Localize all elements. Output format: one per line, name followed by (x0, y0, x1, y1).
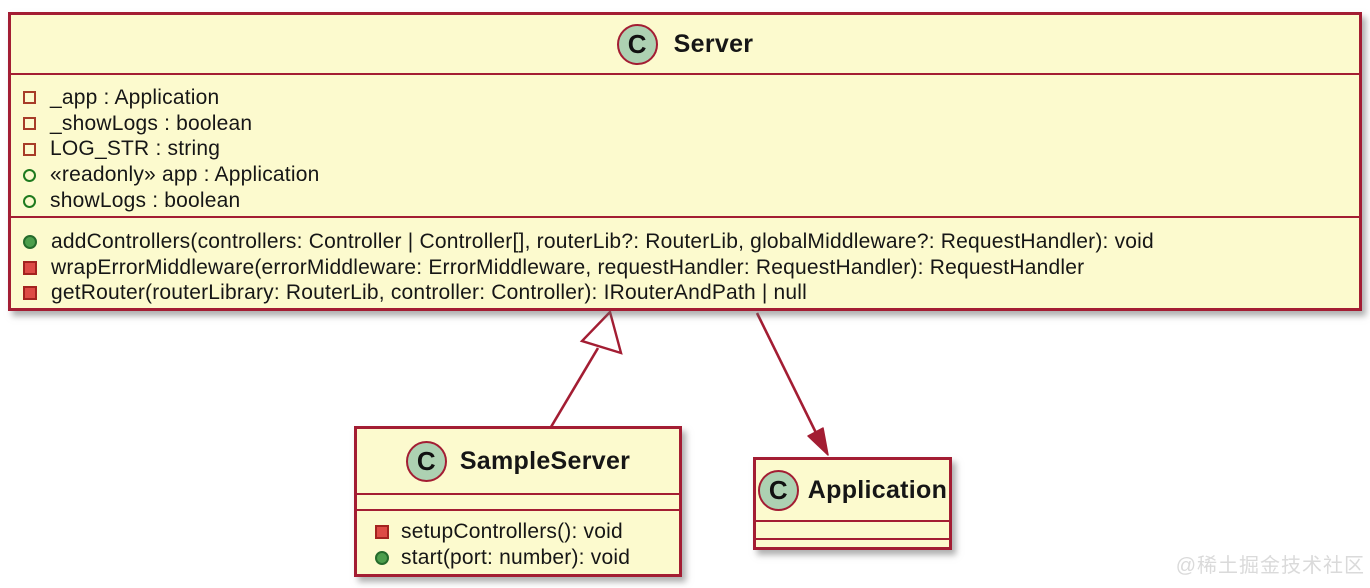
field-text: showLogs : boolean (50, 189, 241, 213)
field-text: «readonly» app : Application (50, 163, 320, 187)
class-server-header: C Server (11, 15, 1359, 75)
public-method-icon (375, 550, 389, 565)
class-sample-server: C SampleServer setupControllers(): void … (354, 426, 682, 577)
class-icon: C (757, 469, 799, 511)
public-field-icon (23, 194, 36, 208)
field-text: _app : Application (50, 85, 220, 109)
class-icon: C (405, 440, 447, 482)
method-text: setupControllers(): void (401, 519, 623, 543)
method-text: getRouter(routerLibrary: RouterLib, cont… (51, 281, 808, 305)
field-row: _app : Application (23, 85, 1359, 111)
private-field-icon (23, 91, 36, 105)
method-row: addControllers(controllers: Controller |… (23, 229, 1359, 255)
field-row: «readonly» app : Application (23, 162, 1359, 188)
field-row: showLogs : boolean (23, 188, 1359, 214)
method-text: wrapErrorMiddleware(errorMiddleware: Err… (51, 255, 1085, 279)
field-row: _showLogs : boolean (23, 111, 1359, 137)
method-row: getRouter(routerLibrary: RouterLib, cont… (23, 281, 1359, 307)
public-field-icon (23, 168, 36, 182)
method-row: setupControllers(): void (375, 519, 679, 545)
class-application-fields-empty (756, 522, 949, 540)
public-method-icon (23, 234, 37, 249)
class-server: C Server _app : Application _showLogs : … (8, 12, 1362, 311)
class-icon: C (616, 23, 658, 65)
class-application-methods-empty (756, 540, 949, 588)
class-sample-server-name: SampleServer (459, 446, 631, 475)
class-application-header: C Application (756, 460, 949, 522)
association-arrow (755, 312, 829, 456)
class-application: C Application (753, 457, 952, 550)
method-text: start(port: number): void (401, 545, 631, 569)
field-row: LOG_STR : string (23, 137, 1359, 163)
field-text: _showLogs : boolean (50, 111, 253, 135)
method-text: addControllers(controllers: Controller |… (51, 229, 1154, 253)
generalization-arrow (549, 309, 623, 428)
class-application-name: Application (807, 475, 948, 504)
field-text: LOG_STR : string (50, 137, 221, 161)
private-field-icon (23, 117, 36, 131)
class-server-name: Server (673, 29, 754, 58)
private-method-icon (375, 524, 389, 539)
class-server-fields: _app : Application _showLogs : boolean L… (11, 75, 1359, 218)
class-sample-server-methods: setupControllers(): void start(port: num… (357, 511, 679, 571)
method-row: wrapErrorMiddleware(errorMiddleware: Err… (23, 255, 1359, 281)
class-server-methods: addControllers(controllers: Controller |… (11, 218, 1359, 306)
watermark: @稀土掘金技术社区 (1175, 555, 1365, 577)
method-row: start(port: number): void (375, 545, 679, 571)
class-sample-server-fields-empty (357, 495, 679, 511)
private-method-icon (23, 260, 37, 275)
class-sample-server-header: C SampleServer (357, 429, 679, 495)
private-method-icon (23, 286, 37, 301)
private-field-icon (23, 142, 36, 156)
